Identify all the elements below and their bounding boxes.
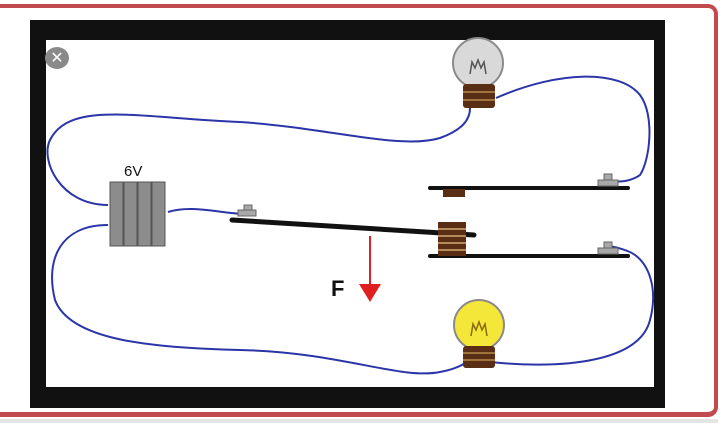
wire-top-bulb-to-top-terminal xyxy=(495,75,651,183)
close-icon[interactable]: ✕ xyxy=(45,47,69,69)
outer-border xyxy=(0,4,718,417)
battery-label: 6V xyxy=(124,163,142,180)
force-label: F xyxy=(331,276,344,301)
wire-battery-to-lever-terminal xyxy=(167,207,243,215)
top-contact-bar xyxy=(428,173,630,197)
light-bulb-on-icon xyxy=(453,299,505,368)
wire-battery-to-bottom-bulb xyxy=(51,224,471,375)
switch-lever xyxy=(229,204,477,238)
light-bulb-off-icon xyxy=(452,37,504,108)
force-arrow xyxy=(359,236,381,302)
wire-battery-to-top-bulb xyxy=(46,107,471,206)
wire-bottom-bulb-to-bottom-terminal xyxy=(489,245,654,366)
contact-coil xyxy=(438,222,466,256)
bottom-divider xyxy=(0,419,718,423)
wires xyxy=(46,75,654,375)
battery xyxy=(109,181,166,247)
